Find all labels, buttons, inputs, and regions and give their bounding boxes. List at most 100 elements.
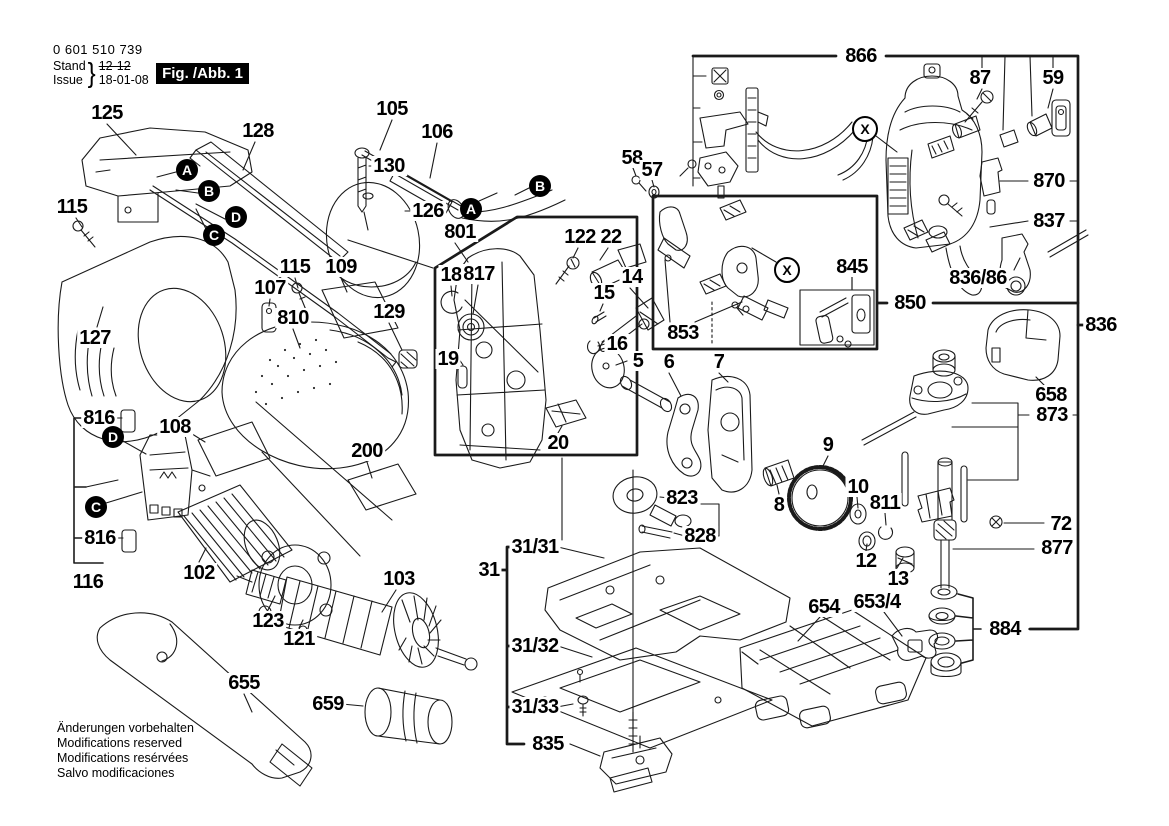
part-label-127: 127 — [77, 327, 113, 349]
lines-72-877 — [952, 522, 1045, 550]
axis-lines — [255, 239, 634, 731]
part-label-115: 115 — [277, 256, 313, 278]
part-label-123: 123 — [250, 610, 286, 632]
callout-C: C — [203, 224, 225, 246]
part-59-group-drawing — [999, 99, 1071, 148]
part-label-653-4: 653/4 — [851, 591, 903, 613]
part-7-plate-drawing — [707, 376, 753, 493]
part-label-103: 103 — [381, 568, 417, 590]
part-label-873: 873 — [1034, 404, 1070, 426]
part-label-15: 15 — [591, 282, 617, 304]
bracket-845 — [799, 276, 875, 346]
part-8-pinion-drawing — [762, 459, 795, 487]
order-number: 0 601 510 739 — [53, 42, 143, 57]
part-866-group-drawing — [679, 67, 874, 199]
part-frame-drawing — [453, 248, 547, 469]
callout-A: A — [176, 159, 198, 181]
part-label-877: 877 — [1039, 537, 1075, 559]
part-label-811: 811 — [867, 492, 903, 514]
part-label-22: 22 — [598, 226, 624, 248]
part-659-sleeve-drawing — [364, 687, 453, 745]
part-128-bar-drawing — [189, 141, 349, 263]
part-label-853: 853 — [665, 322, 701, 344]
part-835-clamp-drawing — [599, 711, 673, 793]
callout-D: D — [225, 206, 247, 228]
part-58-57-drawing — [631, 175, 660, 199]
part-label-18: 18 — [438, 264, 464, 286]
part-label-200: 200 — [349, 440, 385, 462]
part-label-115: 115 — [54, 196, 90, 218]
part-label-8: 8 — [771, 494, 787, 516]
part-116-switch-drawing — [120, 409, 211, 553]
part-125-cover-drawing — [81, 127, 253, 223]
stand-label: Stand — [53, 59, 86, 73]
part-label-102: 102 — [181, 562, 217, 584]
figure-label-box: Fig. /Abb. 1 — [156, 63, 249, 84]
callout-X: X — [852, 116, 878, 142]
part-884-washers-drawing — [928, 584, 962, 678]
part-label-837: 837 — [1031, 210, 1067, 232]
part-108-200-sheets-drawing — [197, 421, 417, 511]
callout-D: D — [102, 426, 124, 448]
part-label-105: 105 — [374, 98, 410, 120]
part-label-130: 130 — [371, 155, 407, 177]
bracket-873 — [951, 402, 1079, 481]
part-label-31: 31 — [476, 559, 502, 581]
part-label-6: 6 — [661, 351, 677, 373]
notice-en: Modifications reserved — [57, 736, 183, 750]
part-label-31-31: 31/31 — [509, 536, 561, 558]
part-3131-carrier-drawing — [544, 547, 791, 661]
part-3133-screw-drawing — [577, 695, 589, 717]
part-label-5: 5 — [630, 350, 646, 372]
old-date: 12-12 — [98, 59, 131, 73]
brace-glyph: } — [87, 57, 96, 89]
part-label-116: 116 — [70, 571, 106, 593]
part-817-bearing-drawing — [457, 313, 485, 341]
part-label-126: 126 — [410, 200, 446, 222]
callout-X: X — [774, 257, 800, 283]
issue-date: 18-01-08 — [98, 73, 149, 87]
part-label-801: 801 — [442, 221, 478, 243]
notice-es: Salvo modificaciones — [57, 766, 175, 780]
part-label-59: 59 — [1040, 67, 1066, 89]
part-label-866: 866 — [843, 45, 879, 67]
part-label-57: 57 — [639, 159, 665, 181]
part-127-housing-cap-drawing — [57, 235, 237, 443]
issue-label: Issue — [53, 73, 83, 87]
part-label-121: 121 — [281, 628, 317, 650]
notice-de: Änderungen vorbehalten — [57, 721, 194, 735]
leader-lines — [75, 55, 1054, 757]
callout-C: C — [85, 496, 107, 518]
part-6534-bracket-drawing — [891, 627, 939, 661]
box-853 — [651, 194, 879, 351]
part-label-845: 845 — [834, 256, 870, 278]
legal-notice: Änderungen vorbehalten Modifications res… — [57, 721, 194, 781]
part-label-19: 19 — [435, 348, 461, 370]
bracket-116 — [73, 417, 104, 564]
dashes-870-837 — [989, 180, 1079, 228]
part-label-107: 107 — [252, 277, 288, 299]
part-label-654: 654 — [806, 596, 842, 618]
part-label-106: 106 — [419, 121, 455, 143]
part-102-stator-drawing — [177, 484, 293, 583]
part-label-884: 884 — [987, 618, 1023, 640]
part-115-screw-left-drawing — [72, 220, 96, 248]
part-label-108: 108 — [157, 416, 193, 438]
part-label-14: 14 — [619, 266, 645, 288]
callout-A: A — [460, 198, 482, 220]
part-label-828: 828 — [682, 525, 718, 547]
part-label-823: 823 — [664, 487, 700, 509]
part-label-13: 13 — [885, 568, 911, 590]
part-motor-drawing — [885, 63, 983, 296]
part-845-group-drawing — [815, 294, 871, 348]
part-label-58: 58 — [619, 147, 645, 169]
issue-block: Stand Issue } 12-12 18-01-08 — [53, 59, 149, 87]
part-label-31-33: 31/33 — [509, 696, 561, 718]
part-label-816: 816 — [81, 407, 117, 429]
part-658-guard-drawing — [985, 309, 1061, 381]
part-20-foot-drawing — [545, 399, 587, 428]
part-label-129: 129 — [371, 301, 407, 323]
part-label-836: 836 — [1083, 314, 1119, 336]
